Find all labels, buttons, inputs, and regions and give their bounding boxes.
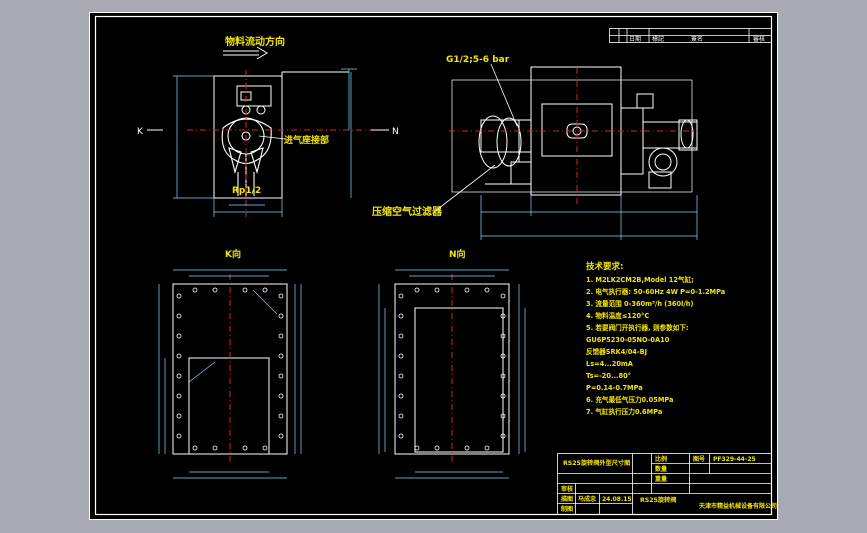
note-item: 4. 物料温度≤120°C [586, 311, 649, 320]
note-item: 7. 气缸执行压力0.6MPa [586, 407, 662, 416]
n-opening [414, 307, 504, 453]
valve-body-outline [213, 75, 283, 199]
notes-title: 技术要求: [586, 261, 623, 272]
sheet-label: 图号 [693, 455, 705, 463]
n-view-title: N向 [449, 248, 466, 260]
front-dimensions [173, 68, 357, 217]
draw-label: 描图 [561, 495, 573, 503]
note-item: 6. 充气最低气压力0.05MPa [586, 395, 673, 404]
flow-arrow-icon [223, 46, 268, 60]
designer-name: 马成忠 [578, 495, 596, 503]
title-block [557, 453, 772, 515]
actuator-block [236, 85, 272, 107]
pressure-label: G1/2;5-6 bar [446, 55, 510, 65]
rev-header-check: 審核 [753, 35, 765, 43]
check-label: 审核 [561, 485, 573, 493]
note-item: 3. 流量范围 0-360m³/h (360l/h) [586, 299, 693, 308]
k-opening [188, 357, 270, 455]
side-actuator [620, 93, 698, 189]
drawing-date: 24.08.15 [602, 496, 632, 503]
pressure-leader [490, 63, 518, 127]
side-cylinder [478, 115, 532, 185]
rev-header-date: 日期 [629, 35, 641, 43]
drawing-name: RS25旋转阀外型尺寸图 [563, 459, 630, 467]
note-item: Ls=4...20mA [586, 360, 634, 368]
designer-label: 制图 [561, 505, 573, 513]
inlet-label: 进气座接部 [284, 134, 329, 146]
inner-frame [94, 15, 773, 516]
drawing-sheet: 日期 標記 簽名 審核 物料流动方向 [89, 12, 778, 520]
view-mark-k: K [137, 127, 144, 137]
k-bolt-holes [176, 287, 284, 451]
note-item: 反馈器SRK4/04-BJ [586, 347, 647, 356]
product-name: RS25旋转阀 [640, 496, 676, 504]
note-item: Ts=-20...80° [586, 372, 631, 380]
rev-header-mark: 標記 [652, 35, 664, 43]
n-bolt-holes [398, 287, 506, 451]
filter-label: 压缩空气过滤器 [372, 205, 443, 218]
quantity-label: 数量 [655, 465, 667, 473]
front-view: 物料流动方向 K N [137, 35, 399, 217]
inlet-leader [258, 135, 286, 140]
rev-header-sign: 簽名 [691, 35, 703, 43]
weight-label: 重量 [655, 475, 667, 483]
company-name: 天津市精益机械设备有限公司 [699, 502, 777, 510]
k-dimensions [158, 269, 302, 479]
n-view: N向 [378, 248, 526, 479]
view-mark-n: N [392, 127, 399, 137]
side-dimensions [480, 195, 698, 240]
drawing-number: PF329-44-25 [713, 456, 756, 463]
note-item: P=0.14-0.7MPa [586, 384, 643, 392]
note-item: 5. 若要阀门开执行器, 则参数如下: [586, 323, 689, 332]
note-item: GU6P5230-05NO-0A10 [586, 336, 670, 344]
port-label: Rp1/2 [232, 186, 261, 196]
side-view: G1/2;5-6 bar 压缩空气过 [372, 55, 698, 240]
flow-direction-label: 物料流动方向 [225, 35, 285, 48]
scale-label: 比例 [655, 455, 667, 463]
technical-notes: 技术要求: 1. M2LK2CM2B,Model 12气缸; 2. 电气执行器:… [586, 261, 725, 416]
note-item: 2. 电气执行器: 50-60Hz 4W P=0-1.2MPa [586, 287, 725, 296]
revision-table [609, 28, 772, 43]
k-view: K向 [158, 248, 302, 479]
outer-frame [89, 12, 778, 520]
filter-leader [433, 164, 496, 213]
k-view-title: K向 [225, 248, 241, 260]
cad-drawing: 日期 標記 簽名 審核 物料流动方向 [89, 12, 778, 520]
n-dimensions [378, 269, 526, 479]
note-item: 1. M2LK2CM2B,Model 12气缸; [586, 275, 694, 284]
